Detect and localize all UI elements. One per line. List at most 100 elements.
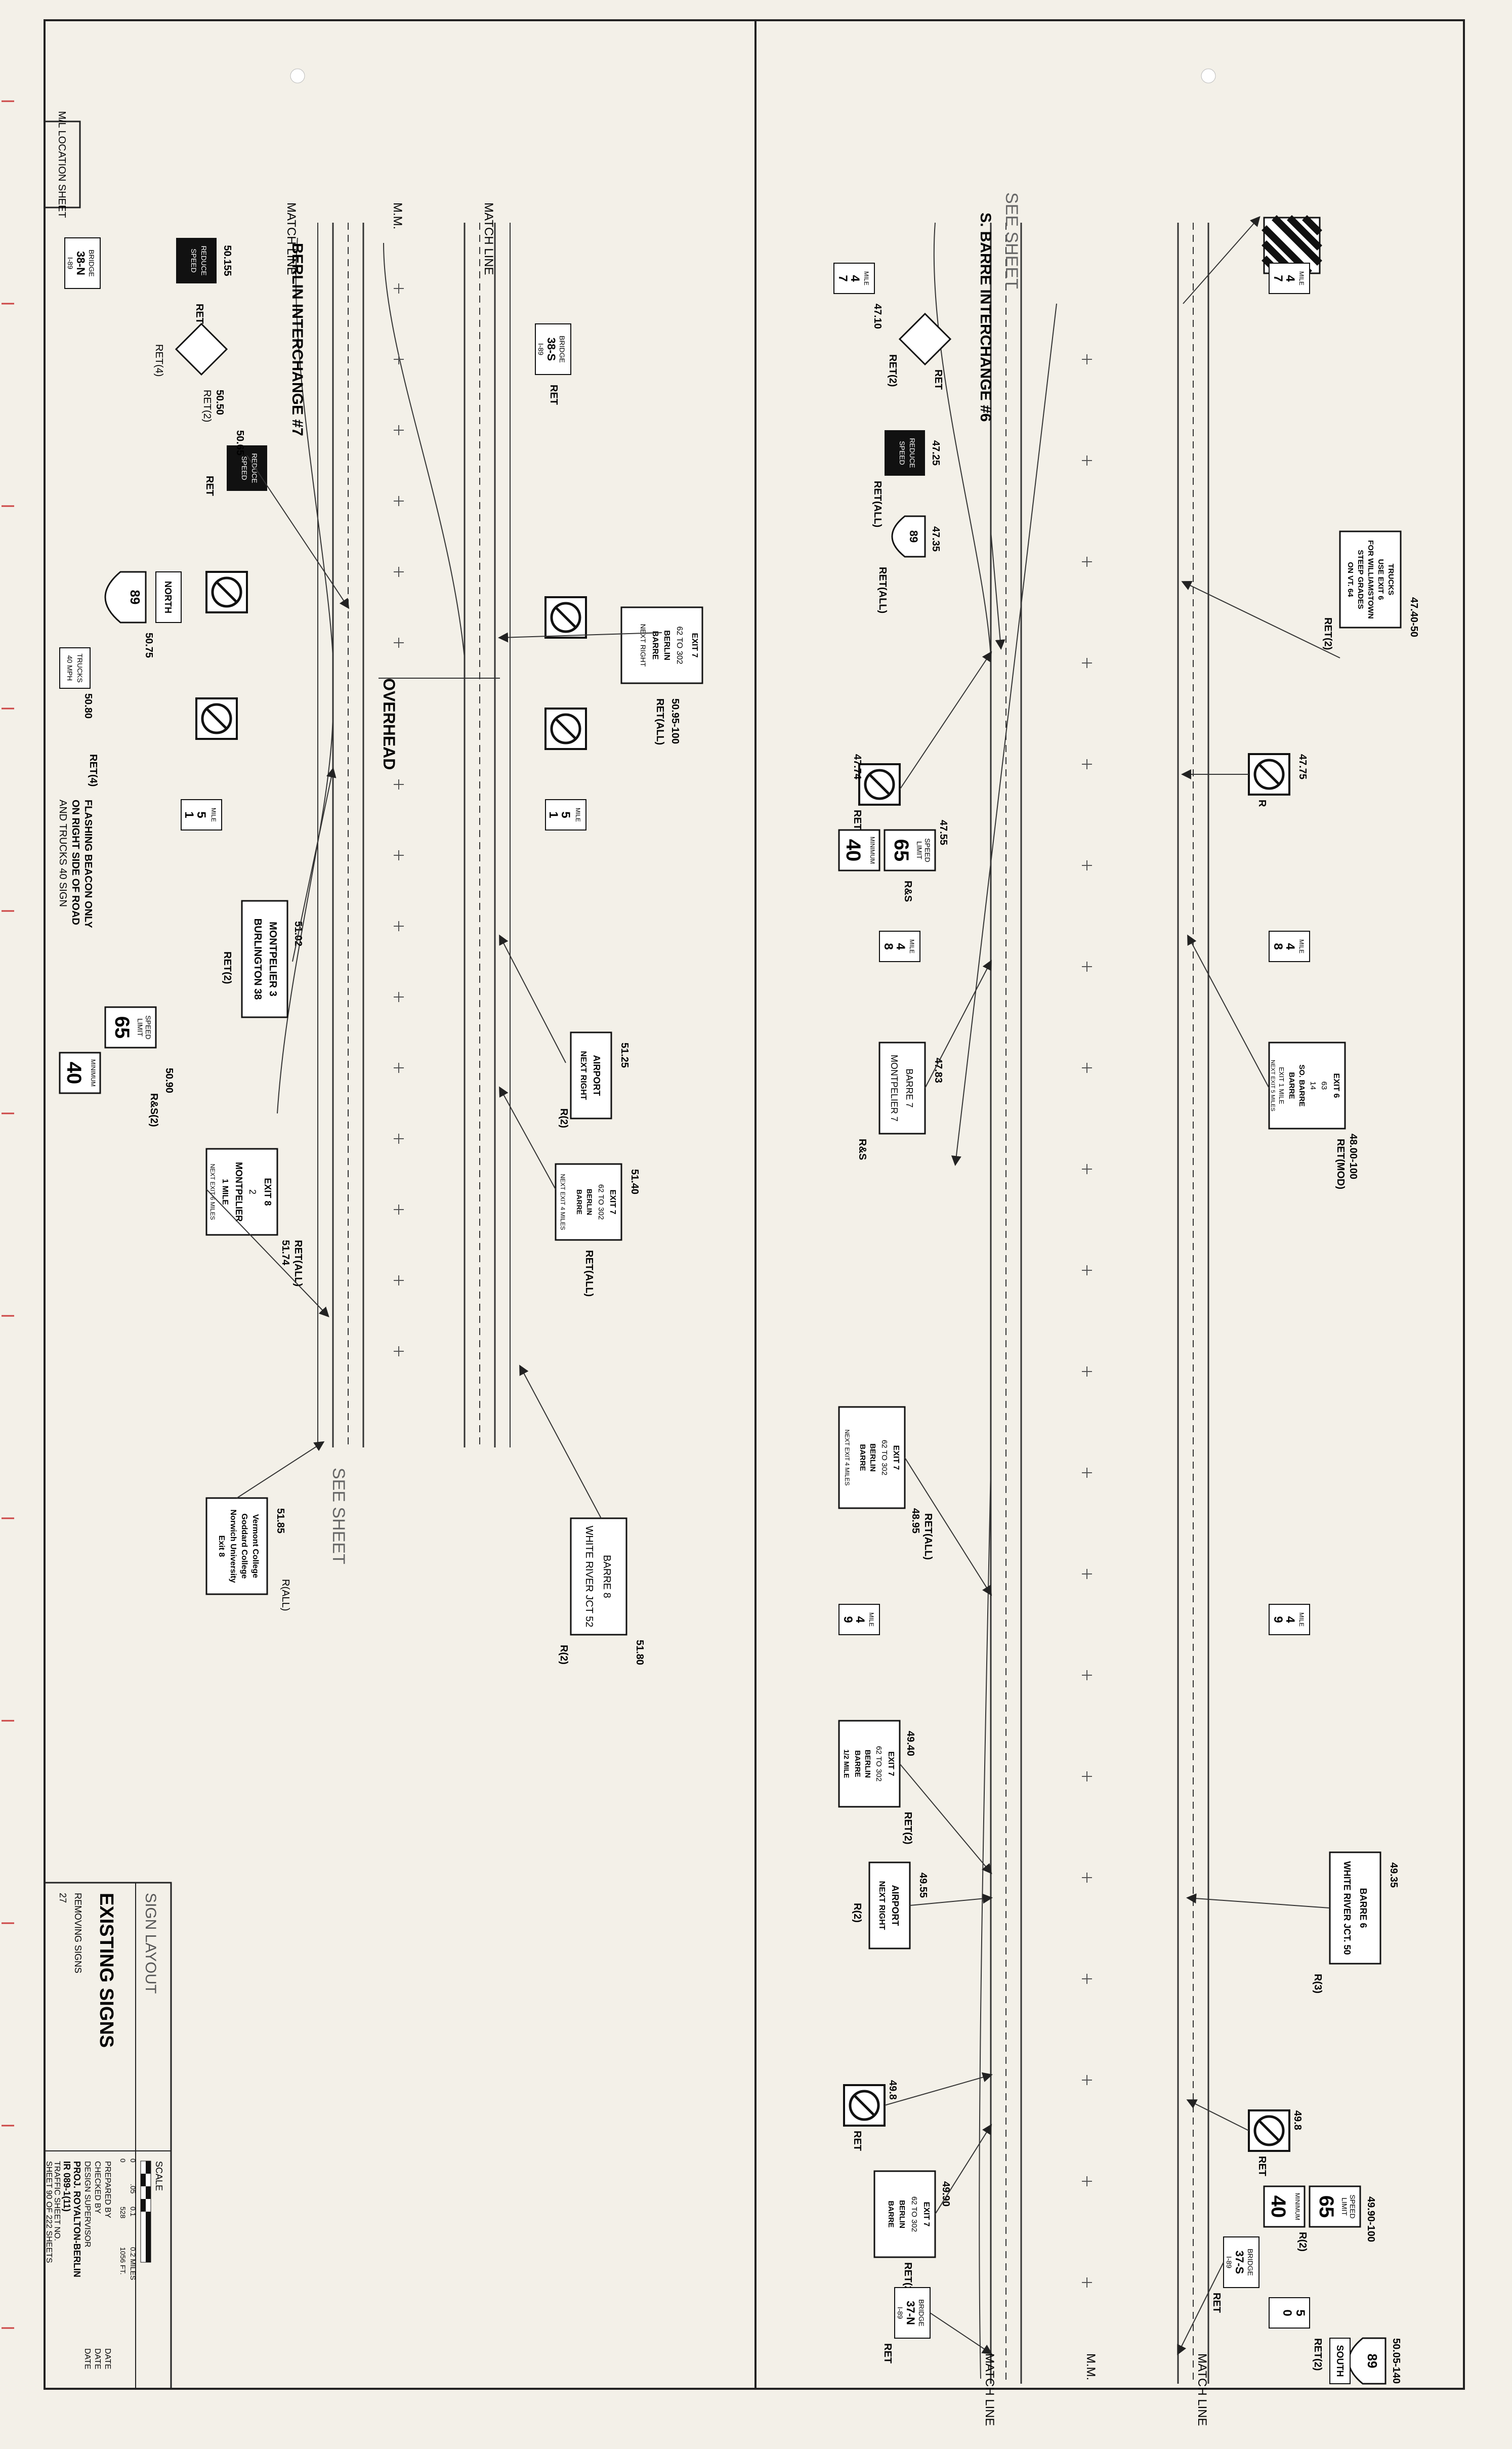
- sign-action: R&S: [857, 1139, 868, 1160]
- sign-text: 40: [63, 1062, 85, 1085]
- sign-text: 2: [247, 1189, 258, 1194]
- traffic-sheet-no: TRAFFIC SHEET NO.: [53, 2161, 61, 2241]
- date-label: DATE: [103, 2348, 112, 2369]
- sign-text: BERLIN: [868, 1443, 877, 1472]
- mile-marker-num: 5: [194, 811, 208, 818]
- sign-minimum-40-4990: [1263, 2185, 1306, 2228]
- sign-north-tab: [155, 571, 182, 623]
- mile-marker-top: MILE: [863, 271, 870, 285]
- sign-action: RET: [1211, 2293, 1222, 2313]
- sign-text: 38-N: [74, 251, 87, 275]
- sign-text: MONTPELIER 7: [889, 1055, 899, 1122]
- sign-mile: 51.40: [629, 1169, 640, 1194]
- mile-marker-49-a: [838, 1604, 880, 1635]
- sign-text: RET: [852, 810, 863, 830]
- sign-text: RET: [933, 369, 944, 390]
- punch-hole-2: [1201, 68, 1216, 84]
- sign-montpelier-burlington: [241, 900, 288, 1018]
- sign-mile: 51.85: [275, 1508, 286, 1533]
- sign-airport-lower: [868, 1861, 911, 1949]
- sign-text: 63: [1320, 1082, 1328, 1090]
- sign-text: REDUCE: [908, 438, 916, 468]
- sign-action: RET(ALL): [872, 481, 883, 527]
- sign-text: AIRPORT: [592, 1055, 602, 1096]
- sign-action: RET: [194, 304, 205, 324]
- see-sheet-lower: SEE SHEET: [1002, 192, 1021, 289]
- sign-mile: 49.90-100: [1365, 2196, 1376, 2242]
- roadway-lower: [933, 222, 1209, 2384]
- sign-bridge-38s: [535, 323, 571, 375]
- sign-text: Goddard College: [240, 1514, 248, 1579]
- s-barre-interchange-label: S. BARRE INTERCHANGE #6: [977, 213, 994, 422]
- upper-signs: REDUCE SPEED 50.155 RET BRIDGE 38-N I-89…: [57, 237, 703, 1665]
- project-name: PROJ. ROYALTON-BERLIN: [72, 2161, 82, 2277]
- mile-marker-num: 4: [853, 1616, 867, 1623]
- sign-text: 62 TO 302: [675, 626, 684, 664]
- sign-action: RET(ALL): [877, 567, 888, 613]
- sign-text: EXIT 7: [690, 633, 699, 658]
- sign-text: BRIDGE: [88, 250, 96, 277]
- scale-tick: 0.2 MILES: [129, 2247, 137, 2280]
- mile-marker-48-a: [879, 931, 920, 962]
- sign-speed-limit-65-lower: [884, 829, 936, 871]
- mile-marker-top: MILE: [1298, 271, 1305, 285]
- sign-text: REDUCE: [250, 453, 259, 483]
- sign-mile: 47.74: [852, 754, 863, 780]
- sign-minimum-40: [59, 1052, 101, 1094]
- sign-south-tab: [1329, 2338, 1351, 2384]
- scale-tick: 0: [129, 2159, 137, 2163]
- sheet-of: SHEET 90 OF 222 SHEETS: [45, 2161, 53, 2263]
- sign-text: Norwich University: [229, 1510, 237, 1583]
- sign-trucks-40: [59, 647, 91, 689]
- scale-tick: 0.1: [129, 2207, 137, 2217]
- sign-text: 62 TO 302: [910, 2196, 918, 2232]
- sign-mile: 50.90: [163, 1068, 175, 1093]
- sign-mile: 51.80: [634, 1640, 645, 1665]
- mile-marker-sub: 8: [881, 943, 895, 949]
- sign-text: NEXT EXIT 5 MILES: [1270, 1060, 1276, 1111]
- title-sign-layout: SIGN LAYOUT: [142, 1893, 159, 1994]
- sign-text: 37-S: [1233, 2251, 1246, 2274]
- sign-text: BERLIN: [662, 630, 671, 660]
- sign-reduce-speed-1: [176, 238, 217, 283]
- sign-mile: 47.40-50: [1408, 597, 1419, 637]
- sign-action: R(ALL): [280, 1579, 291, 1611]
- sign-action: RET(2): [1322, 617, 1333, 650]
- mile-marker-top: MILE: [1298, 1612, 1305, 1627]
- mile-marker-sub: 7: [836, 275, 850, 281]
- mile-marker-num: 5: [559, 811, 572, 818]
- no-u-turn-signs-upper: [195, 571, 587, 750]
- sign-exit7-next-right: [620, 606, 703, 684]
- scale-ft: 528: [119, 2207, 127, 2219]
- title-existing-signs: EXISTING SIGNS: [96, 1893, 117, 2048]
- mile-marker-top: MILE: [868, 1612, 875, 1627]
- sign-text: NEXT EXIT 6 MILES: [209, 1164, 216, 1220]
- mile-marker-sub: 9: [1271, 1616, 1285, 1623]
- checked-by: CHECKED BY: [93, 2161, 102, 2214]
- prepared-by: PREPARED BY: [103, 2161, 112, 2218]
- sign-text: 62 TO 302: [597, 1184, 605, 1220]
- sign-action: RET(2): [1312, 2338, 1323, 2371]
- sign-text: 89: [128, 590, 143, 605]
- sign-text: 62 TO 302: [880, 1440, 889, 1475]
- sign-text: SO. BARRE: [1297, 1064, 1306, 1106]
- berlin-interchange-label: BERLIN INTERCHANGE #7: [289, 243, 306, 436]
- sign-action: RET(ALL): [654, 698, 665, 745]
- sign-text: SOUTH: [1335, 2345, 1345, 2377]
- sign-north-89-lower: [891, 515, 926, 558]
- sign-text: REDUCE: [200, 245, 208, 275]
- see-sheet-upper: SEE SHEET: [329, 1468, 348, 1564]
- mile-marker-51-b: [181, 799, 222, 831]
- sign-text: LIMIT: [915, 841, 923, 859]
- sign-text: BARRE: [651, 631, 659, 660]
- sign-text: MINIMUM: [1294, 2193, 1301, 2220]
- sign-text: Vermont College: [251, 1514, 260, 1578]
- date-label: DATE: [83, 2348, 92, 2369]
- design-supervisor: DESIGN SUPERVISOR: [83, 2161, 92, 2247]
- mile-marker-num: 4: [1283, 1616, 1297, 1623]
- sign-text: NEXT EXIT 4 MILES: [559, 1174, 566, 1230]
- sign-exit7-1mile-upper: [555, 1163, 622, 1241]
- sign-text: 40: [842, 839, 864, 862]
- sign-text: I-89: [896, 2307, 904, 2319]
